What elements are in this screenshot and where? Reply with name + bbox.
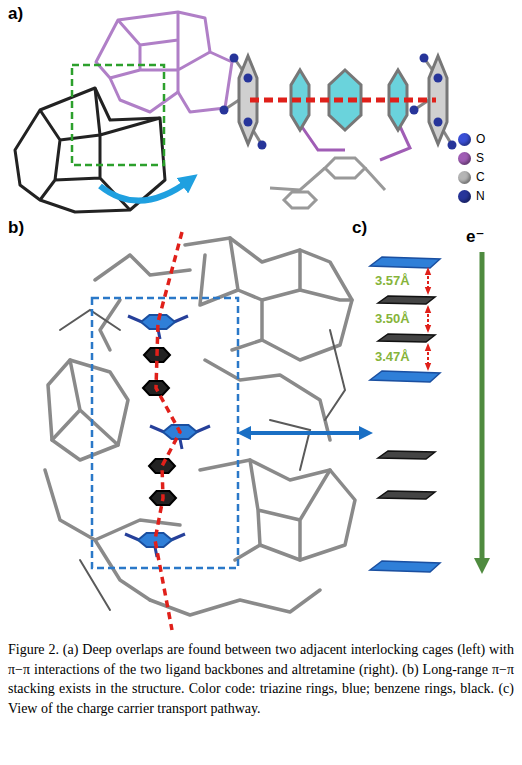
stacked-molecules [220,54,457,209]
legend-label: O [476,132,485,146]
legend-label: C [476,170,485,184]
legend-swatch [458,171,471,184]
stacked-rings [125,232,210,630]
panel-label: c) [352,218,367,238]
distance-arrow [427,271,429,291]
nitrogen-atom [244,118,253,127]
detail-box [92,298,238,568]
distance-arrow [427,309,429,329]
benzene-ring [284,192,316,208]
stacked-plates [370,257,440,572]
distance-label: 3.47Å [374,349,411,364]
electron-label: e⁻ [466,226,484,247]
benzene-ring [325,158,365,178]
benzene-plate [378,491,435,499]
framework [45,238,355,615]
legend-label: N [476,189,485,203]
legend-swatch [458,190,471,203]
distance-label: 3.50Å [374,311,411,326]
transport-arrow [480,252,485,566]
figure-caption: Figure 2. (a) Deep overlaps are found be… [8,640,514,718]
benzene-plate [378,334,435,342]
triazine-ring [429,56,447,144]
legend-swatch [458,133,471,146]
pi-stack-line [250,98,436,103]
nitrogen-atom [434,118,443,127]
nitrogen-atom [420,54,429,63]
framework-back [60,310,345,610]
panel-label: b) [8,218,24,238]
nitrogen-atom [258,141,267,150]
legend-swatch [458,152,471,165]
sulfur-link [300,122,410,160]
triazine-plate [370,371,440,382]
benzene-plate [378,451,435,459]
nitrogen-atom [410,106,419,115]
zoom-box [72,65,164,165]
nitrogen-atom [434,74,443,83]
benzene-plate [378,296,435,304]
nitrogen-atom [220,106,229,115]
nitrogen-atom [448,141,457,150]
nitrogen-atom [244,74,253,83]
triazine-plate [370,257,440,268]
legend-label: S [476,151,484,165]
black-cage [15,88,165,212]
distance-arrow [427,347,429,367]
distance-label: 3.57Å [374,273,411,288]
pi-stack-line [155,232,182,630]
nitrogen-atom [230,54,239,63]
ligand-chain [270,168,385,190]
zoom-arrow [100,180,190,201]
panel-label: a) [8,4,23,24]
double-arrow [244,431,366,435]
triazine-plate [370,561,440,572]
